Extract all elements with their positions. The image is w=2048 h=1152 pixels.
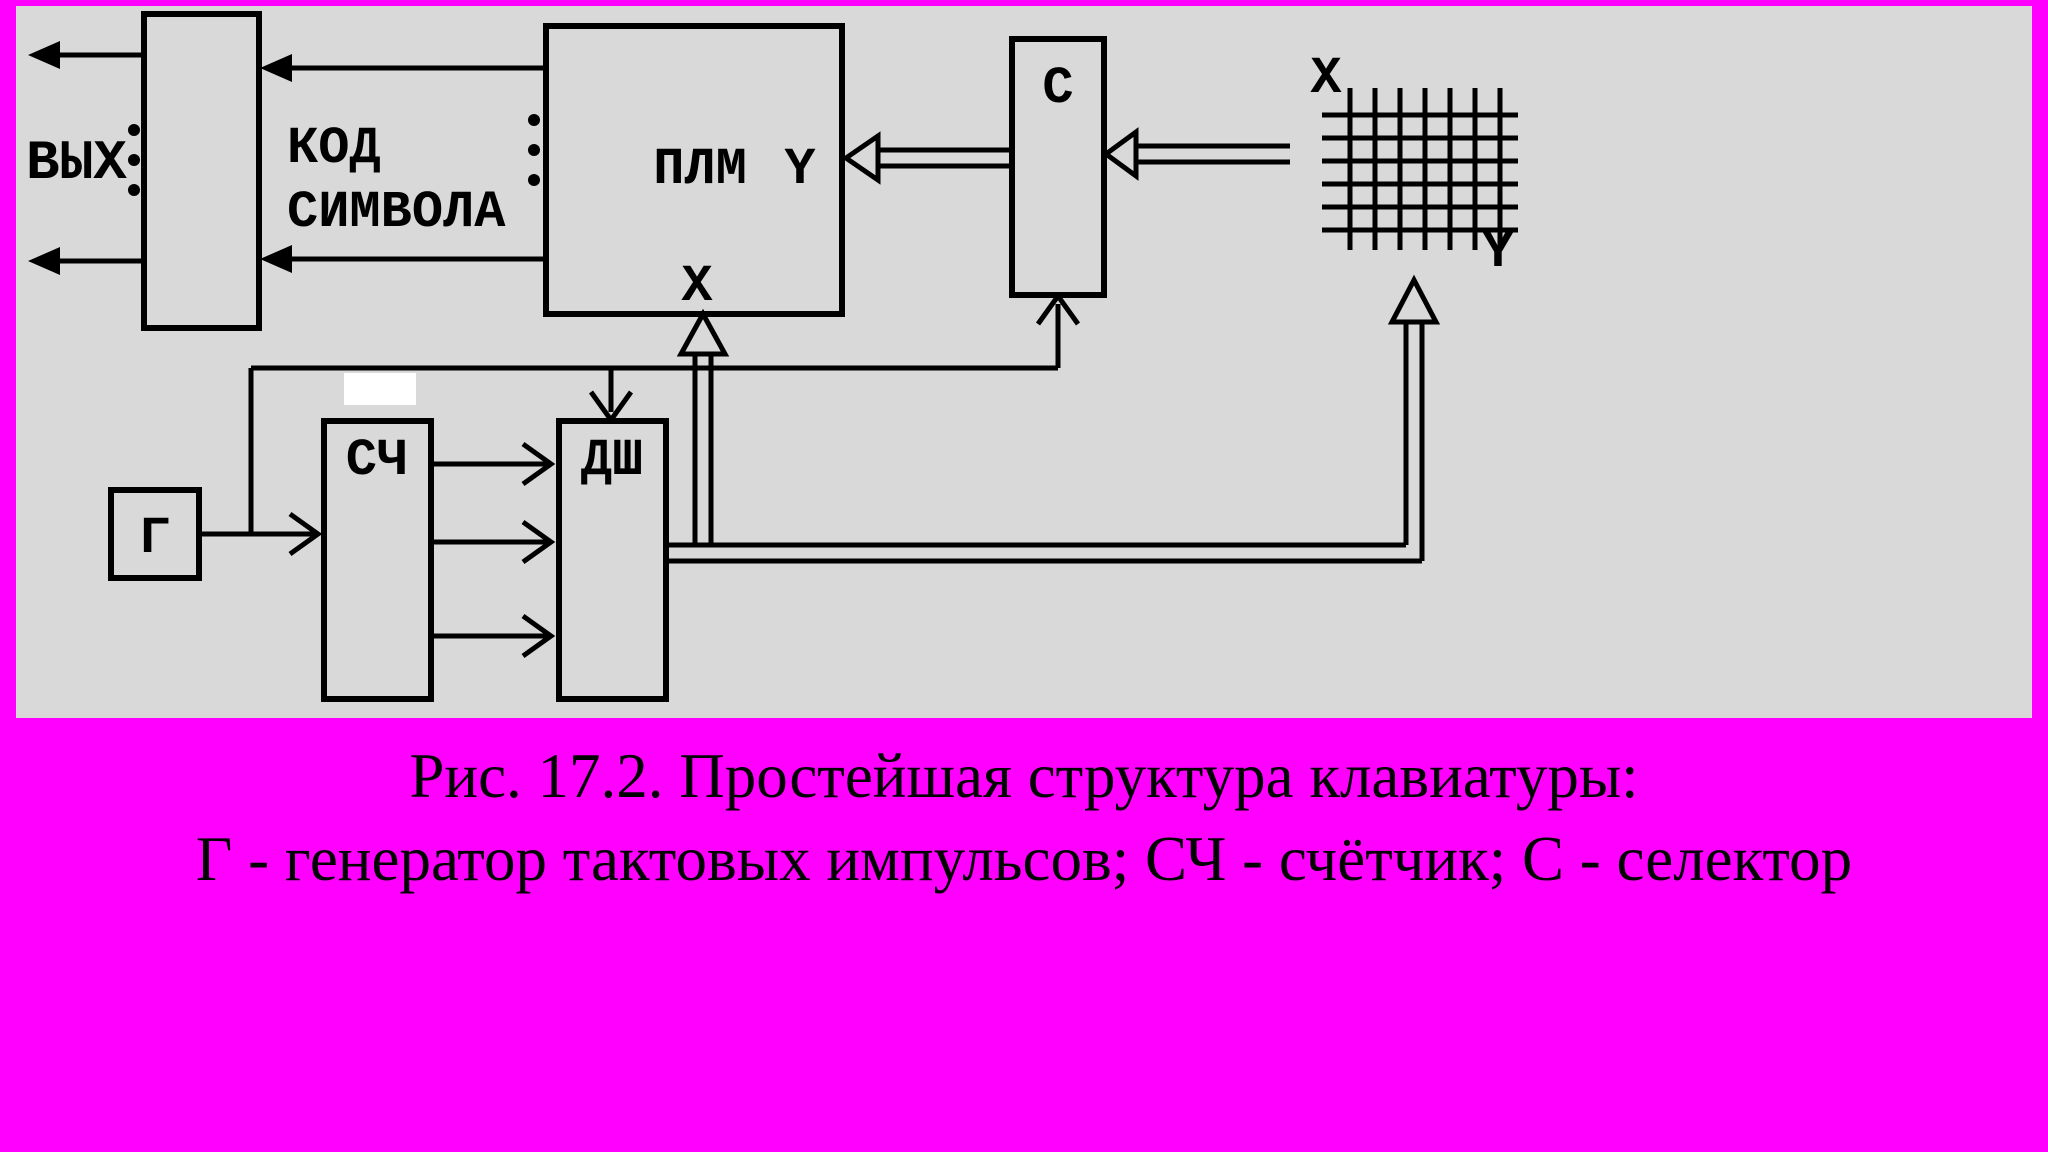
selector-to-plm-arrow <box>841 131 1012 185</box>
code-label-line2: СИМВОЛА <box>287 183 506 242</box>
arrowhead <box>521 613 556 659</box>
selector-rect <box>1009 36 1107 298</box>
keyboard-matrix: X Y <box>1310 49 1518 282</box>
correction-patch <box>344 373 416 405</box>
ellipsis-dot <box>128 184 140 196</box>
matrix-x-label: X <box>1310 49 1342 108</box>
generator-label: Г <box>139 509 170 568</box>
plm-rect <box>543 23 845 317</box>
generator-block: Г <box>108 487 202 581</box>
arrowhead <box>28 41 60 69</box>
selector-label: С <box>1042 59 1073 118</box>
output-label: ВЫХ <box>26 131 127 195</box>
ellipsis-dot <box>528 114 540 126</box>
generator-rect <box>108 487 202 581</box>
ellipsis-dot <box>528 174 540 186</box>
decoder-block: ДШ <box>556 418 669 702</box>
ellipsis-dot <box>128 154 140 166</box>
code-label-line1: КОД <box>287 119 381 178</box>
plm-port-x-label: X <box>681 257 713 316</box>
arrowhead <box>1101 127 1139 181</box>
figure-caption: Рис. 17.2. Простейшая структура клавиату… <box>0 745 2048 891</box>
diagram-background <box>16 6 2032 718</box>
ellipsis-dot <box>528 144 540 156</box>
counter-label: СЧ <box>346 431 408 490</box>
counter-rect <box>321 418 434 702</box>
register-output-arrows <box>28 41 144 275</box>
output-register-block <box>141 11 262 331</box>
plm-to-register-arrows <box>260 54 546 273</box>
arrowhead <box>841 131 881 185</box>
code-of-symbol-label: КОД СИМВОЛА <box>287 119 506 242</box>
generator-to-counter-arrowhead <box>288 511 323 557</box>
counter-block: СЧ <box>321 418 434 702</box>
matrix-y-label: Y <box>1482 223 1514 282</box>
decoder-label: ДШ <box>581 431 643 490</box>
arrowhead <box>521 519 556 565</box>
arrowhead <box>260 245 292 273</box>
arrowhead <box>521 441 556 487</box>
arrowhead <box>28 247 60 275</box>
decoder-output-bus <box>666 274 1441 564</box>
clock-wiring <box>199 291 1081 557</box>
plm-label: ПЛМ <box>653 140 747 199</box>
matrix-to-selector-arrow <box>1101 127 1290 181</box>
arrowhead <box>260 54 292 82</box>
output-register-rect <box>141 11 262 331</box>
plm-port-y-label: Y <box>784 140 816 199</box>
selector-block: С <box>1009 36 1107 298</box>
plm-block: ПЛМ Y X <box>543 23 845 317</box>
bus-arrowhead-to-matrix <box>1387 274 1441 325</box>
caption-legend: Г - генератор тактовых импульсов; СЧ - с… <box>195 824 1853 894</box>
bus-arrowhead-to-plm <box>676 308 730 357</box>
counter-to-decoder-arrows <box>431 441 556 659</box>
decoder-rect <box>556 418 669 702</box>
ellipsis-dot <box>128 124 140 136</box>
caption-title: Рис. 17.2. Простейшая структура клавиату… <box>409 741 1639 811</box>
